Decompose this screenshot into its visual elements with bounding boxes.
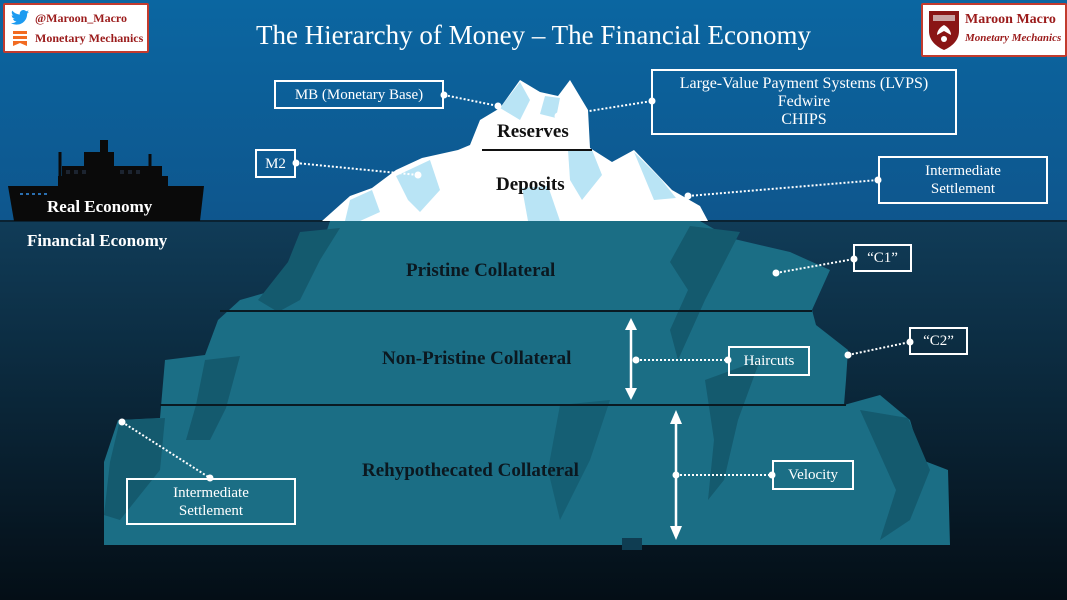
lvps-line-2: Fedwire <box>777 93 831 110</box>
twitter-handle: @Maroon_Macro <box>35 11 128 25</box>
mb-callout-text: MB (Monetary Base) <box>294 86 424 103</box>
leader-lines <box>121 94 911 479</box>
settlement-bottom-line-2: Settlement <box>178 502 244 519</box>
reserves-label: Reserves <box>497 121 569 142</box>
lvps-callout: Large-Value Payment Systems (LVPS) Fedwi… <box>651 69 957 135</box>
newsletter-icon <box>13 31 27 46</box>
non-pristine-collateral-label: Non-Pristine Collateral <box>382 348 572 369</box>
author-badge[interactable]: @Maroon_Macro Monetary Mechanics <box>3 3 149 53</box>
m2-callout-text: M2 <box>265 155 286 172</box>
haircuts-callout-text: Haircuts <box>743 353 795 369</box>
iceberg-below-water <box>104 221 950 550</box>
brand-badge[interactable]: Maroon Macro Monetary Mechanics <box>921 3 1067 57</box>
velocity-callout-text: Velocity <box>788 467 838 483</box>
settlement-bottom-line-1: Intermediate <box>173 484 249 501</box>
c1-callout-text: “C1” <box>867 250 898 266</box>
settlement-bottom-callout: Intermediate Settlement <box>126 478 296 525</box>
brand-name: Maroon Macro <box>965 12 1056 27</box>
university-shield-icon <box>929 11 959 50</box>
velocity-arrow <box>670 410 682 540</box>
c1-callout: “C1” <box>853 244 912 272</box>
page-title: The Hierarchy of Money – The Financial E… <box>255 20 812 50</box>
mb-callout: MB (Monetary Base) <box>274 80 444 109</box>
real-economy-label: Real Economy <box>47 197 153 216</box>
haircuts-callout: Haircuts <box>728 346 810 376</box>
m2-callout: M2 <box>255 149 296 178</box>
brand-tagline: Monetary Mechanics <box>965 32 1062 44</box>
rehypothecated-collateral-label: Rehypothecated Collateral <box>362 460 579 481</box>
deposits-label: Deposits <box>496 174 565 195</box>
financial-economy-label: Financial Economy <box>27 231 168 250</box>
settlement-top-callout: Intermediate Settlement <box>878 156 1048 204</box>
lvps-line-1: Large-Value Payment Systems (LVPS) <box>679 75 929 92</box>
c2-callout-text: “C2” <box>923 333 954 349</box>
lvps-line-3: CHIPS <box>781 111 827 128</box>
velocity-callout: Velocity <box>772 460 854 490</box>
settlement-top-line-1: Intermediate <box>925 163 1001 179</box>
pristine-collateral-label: Pristine Collateral <box>406 260 556 281</box>
haircuts-arrow <box>625 318 637 400</box>
c2-callout: “C2” <box>909 327 968 355</box>
twitter-icon <box>11 10 29 25</box>
ship-icon <box>8 140 204 221</box>
newsletter-name: Monetary Mechanics <box>35 31 144 45</box>
settlement-top-line-2: Settlement <box>930 181 996 197</box>
